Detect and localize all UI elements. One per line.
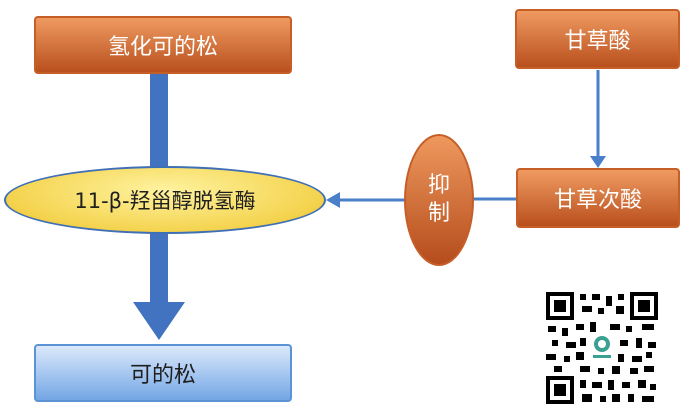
thick-arrow-shaft bbox=[150, 232, 168, 304]
node-glycyrrhizin-label: 甘草酸 bbox=[564, 29, 631, 54]
node-cortisone: 可的松 bbox=[34, 344, 292, 402]
thin-arrow-down-head bbox=[590, 156, 606, 168]
node-glycyrrhetinic-acid-label: 甘草次酸 bbox=[553, 188, 642, 213]
node-glycyrrhizin: 甘草酸 bbox=[515, 9, 680, 69]
thick-arrow-top bbox=[150, 72, 168, 168]
thin-arrow-left-head bbox=[326, 192, 340, 208]
node-hydrocortisone-label: 氢化可的松 bbox=[107, 35, 218, 60]
qr-code-icon bbox=[546, 292, 658, 404]
node-hydrocortisone: 氢化可的松 bbox=[34, 16, 292, 74]
node-cortisone-label: 可的松 bbox=[129, 363, 196, 388]
node-enzyme: 11-β-羟甾醇脱氢酶 bbox=[4, 166, 326, 234]
node-inhibit-line2: 制 bbox=[427, 201, 450, 226]
node-enzyme-label: 11-β-羟甾醇脱氢酶 bbox=[74, 189, 256, 213]
node-inhibit-line1: 抑 bbox=[427, 173, 450, 198]
node-inhibit: 抑 制 bbox=[404, 134, 474, 266]
thick-arrow-head bbox=[133, 302, 185, 340]
node-glycyrrhetinic-acid: 甘草次酸 bbox=[516, 168, 680, 228]
